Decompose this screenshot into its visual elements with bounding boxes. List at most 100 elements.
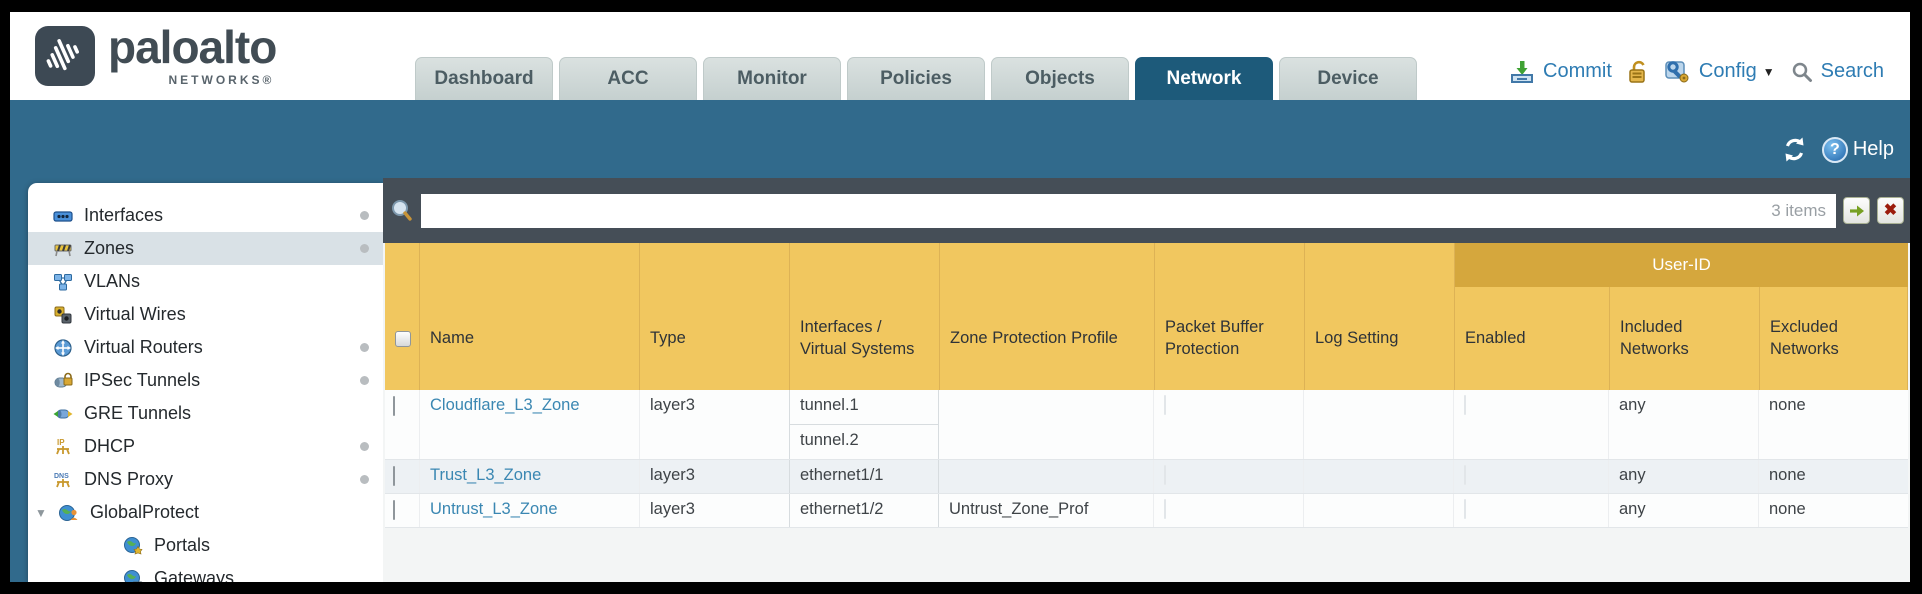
paloalto-logo-icon xyxy=(35,25,95,86)
tab-label: Policies xyxy=(880,68,952,89)
status-dot-icon xyxy=(360,442,369,451)
zone-name-cell: Cloudflare_L3_Zone xyxy=(420,390,640,459)
apply-filter-button[interactable] xyxy=(1843,197,1870,224)
col-header-included-networks[interactable]: Included Networks xyxy=(1610,243,1760,390)
zone-name-link[interactable]: Cloudflare_L3_Zone xyxy=(430,396,580,414)
sidebar-item-ipsec-tunnels[interactable]: IPSec Tunnels xyxy=(28,364,383,397)
tab-label: Monitor xyxy=(737,68,807,89)
commit-button[interactable]: Commit xyxy=(1543,60,1612,82)
sidebar-item-gateways[interactable]: Gateways xyxy=(28,562,383,582)
sidebar-item-gre-tunnels[interactable]: GRE Tunnels xyxy=(28,397,383,430)
config-caret-icon[interactable]: ▼ xyxy=(1762,64,1775,79)
included-networks-cell: any xyxy=(1609,390,1759,459)
commit-icon[interactable] xyxy=(1509,59,1535,85)
sidebar-item-label: IPSec Tunnels xyxy=(84,370,201,390)
user-id-group-header: User-ID xyxy=(1455,243,1908,287)
zone-type-cell: layer3 xyxy=(640,494,790,527)
user-id-enabled-checkbox[interactable] xyxy=(1464,395,1466,415)
help-button[interactable]: ? Help xyxy=(1821,136,1894,163)
select-all-checkbox[interactable] xyxy=(395,330,411,347)
zone-protection-profile-cell xyxy=(939,390,1154,459)
search-button[interactable]: Search xyxy=(1820,60,1884,82)
zone-protection-profile-cell: Untrust_Zone_Prof xyxy=(939,494,1154,527)
zone-name-link[interactable]: Trust_L3_Zone xyxy=(430,466,542,484)
col-header-enabled[interactable]: Enabled xyxy=(1455,243,1610,390)
sidebar-item-label: Virtual Wires xyxy=(84,304,186,324)
log-setting-cell xyxy=(1304,390,1454,459)
log-setting-cell xyxy=(1304,494,1454,527)
band-icons: ? Help xyxy=(1781,136,1894,163)
zone-interfaces-cell: tunnel.1 tunnel.2 xyxy=(789,390,939,459)
col-header-interfaces[interactable]: Interfaces / Virtual Systems xyxy=(790,243,940,390)
row-checkbox[interactable] xyxy=(393,466,395,486)
help-label: Help xyxy=(1852,138,1894,160)
tab-network[interactable]: Network xyxy=(1135,57,1273,100)
sidebar-item-interfaces[interactable]: Interfaces xyxy=(28,199,383,232)
col-header-excluded-networks[interactable]: Excluded Networks xyxy=(1760,243,1908,390)
status-dot-icon xyxy=(360,211,369,220)
tab-dashboard[interactable]: Dashboard xyxy=(415,57,553,100)
excluded-networks-cell: none xyxy=(1769,466,1806,484)
lock-icon[interactable] xyxy=(1626,59,1650,85)
packet-buffer-checkbox[interactable] xyxy=(1164,395,1166,415)
table-area: Name Type Interfaces / Virtual Systems Z… xyxy=(383,243,1910,582)
sidebar-item-virtual-routers[interactable]: Virtual Routers xyxy=(28,331,383,364)
brand-text: paloalto NETWORKS® xyxy=(108,21,277,87)
tab-policies[interactable]: Policies xyxy=(847,57,985,100)
tab-acc[interactable]: ACC xyxy=(559,57,697,100)
tab-device[interactable]: Device xyxy=(1279,57,1417,100)
ipsec-tunnels-icon xyxy=(50,369,76,393)
clear-filter-button[interactable]: ✖ xyxy=(1877,197,1904,224)
dns-proxy-icon: DNS xyxy=(50,468,76,492)
user-id-enabled-checkbox[interactable] xyxy=(1464,499,1466,519)
brand-networks: NETWORKS® xyxy=(168,73,275,87)
refresh-icon[interactable] xyxy=(1781,136,1808,163)
packet-buffer-checkbox[interactable] xyxy=(1164,499,1166,519)
packet-buffer-checkbox[interactable] xyxy=(1164,465,1166,485)
gre-tunnels-icon xyxy=(50,402,76,426)
tab-monitor[interactable]: Monitor xyxy=(703,57,841,100)
search-icon[interactable] xyxy=(1791,61,1813,83)
table-row: Cloudflare_L3_Zone layer3 tunnel.1 tunne… xyxy=(385,390,1908,460)
sidebar-item-label: GRE Tunnels xyxy=(84,403,192,423)
col-header-packet-buffer-protection[interactable]: Packet Buffer Protection xyxy=(1155,243,1305,390)
zone-name-cell: Trust_L3_Zone xyxy=(420,460,640,493)
filter-input[interactable] xyxy=(421,193,1836,228)
status-dot-icon xyxy=(360,475,369,484)
sidebar-item-zones[interactable]: Zones xyxy=(28,232,383,265)
sidebar-item-dhcp[interactable]: IP DHCP xyxy=(28,430,383,463)
content-region: 3 items ✖ xyxy=(383,178,1910,582)
packet-buffer-protection-cell xyxy=(1154,494,1304,527)
clear-icon: ✖ xyxy=(1883,201,1898,219)
col-header-name[interactable]: Name xyxy=(420,243,640,390)
col-header-type[interactable]: Type xyxy=(640,243,790,390)
config-button[interactable]: Config xyxy=(1698,60,1757,82)
status-dot-icon xyxy=(360,244,369,253)
user-id-enabled-checkbox[interactable] xyxy=(1464,465,1466,485)
expander-triangle-icon[interactable]: ▼ xyxy=(35,505,47,520)
included-networks-cell: any xyxy=(1609,494,1759,527)
sidebar-item-label: VLANs xyxy=(84,271,141,291)
sidebar-item-label: Gateways xyxy=(154,568,235,582)
sidebar-item-vlans[interactable]: VLANs xyxy=(28,265,383,298)
row-select-cell xyxy=(385,390,420,459)
svg-text:DNS: DNS xyxy=(54,473,69,480)
interface-entry: ethernet1/2 xyxy=(800,500,884,518)
tab-objects[interactable]: Objects xyxy=(991,57,1129,100)
col-header-zone-protection-profile[interactable]: Zone Protection Profile xyxy=(940,243,1155,390)
brand-wordmark: paloalto xyxy=(108,21,277,73)
config-icon[interactable] xyxy=(1664,58,1691,85)
main-tabs: Dashboard ACC Monitor Policies Objects N… xyxy=(415,57,1417,100)
row-checkbox[interactable] xyxy=(393,396,395,416)
row-select-cell xyxy=(385,494,420,527)
sidebar-item-virtual-wires[interactable]: Virtual Wires xyxy=(28,298,383,331)
sidebar-item-portals[interactable]: Portals xyxy=(28,529,383,562)
tab-label: Network xyxy=(1166,68,1242,89)
filter-field: 3 items xyxy=(421,193,1836,228)
sidebar-item-globalprotect[interactable]: ▼ GlobalProtect xyxy=(28,496,383,529)
row-checkbox[interactable] xyxy=(393,500,395,520)
sidebar-item-dns-proxy[interactable]: DNS DNS Proxy xyxy=(28,463,383,496)
zone-name-link[interactable]: Untrust_L3_Zone xyxy=(430,500,558,518)
col-header-log-setting[interactable]: Log Setting xyxy=(1305,243,1455,390)
